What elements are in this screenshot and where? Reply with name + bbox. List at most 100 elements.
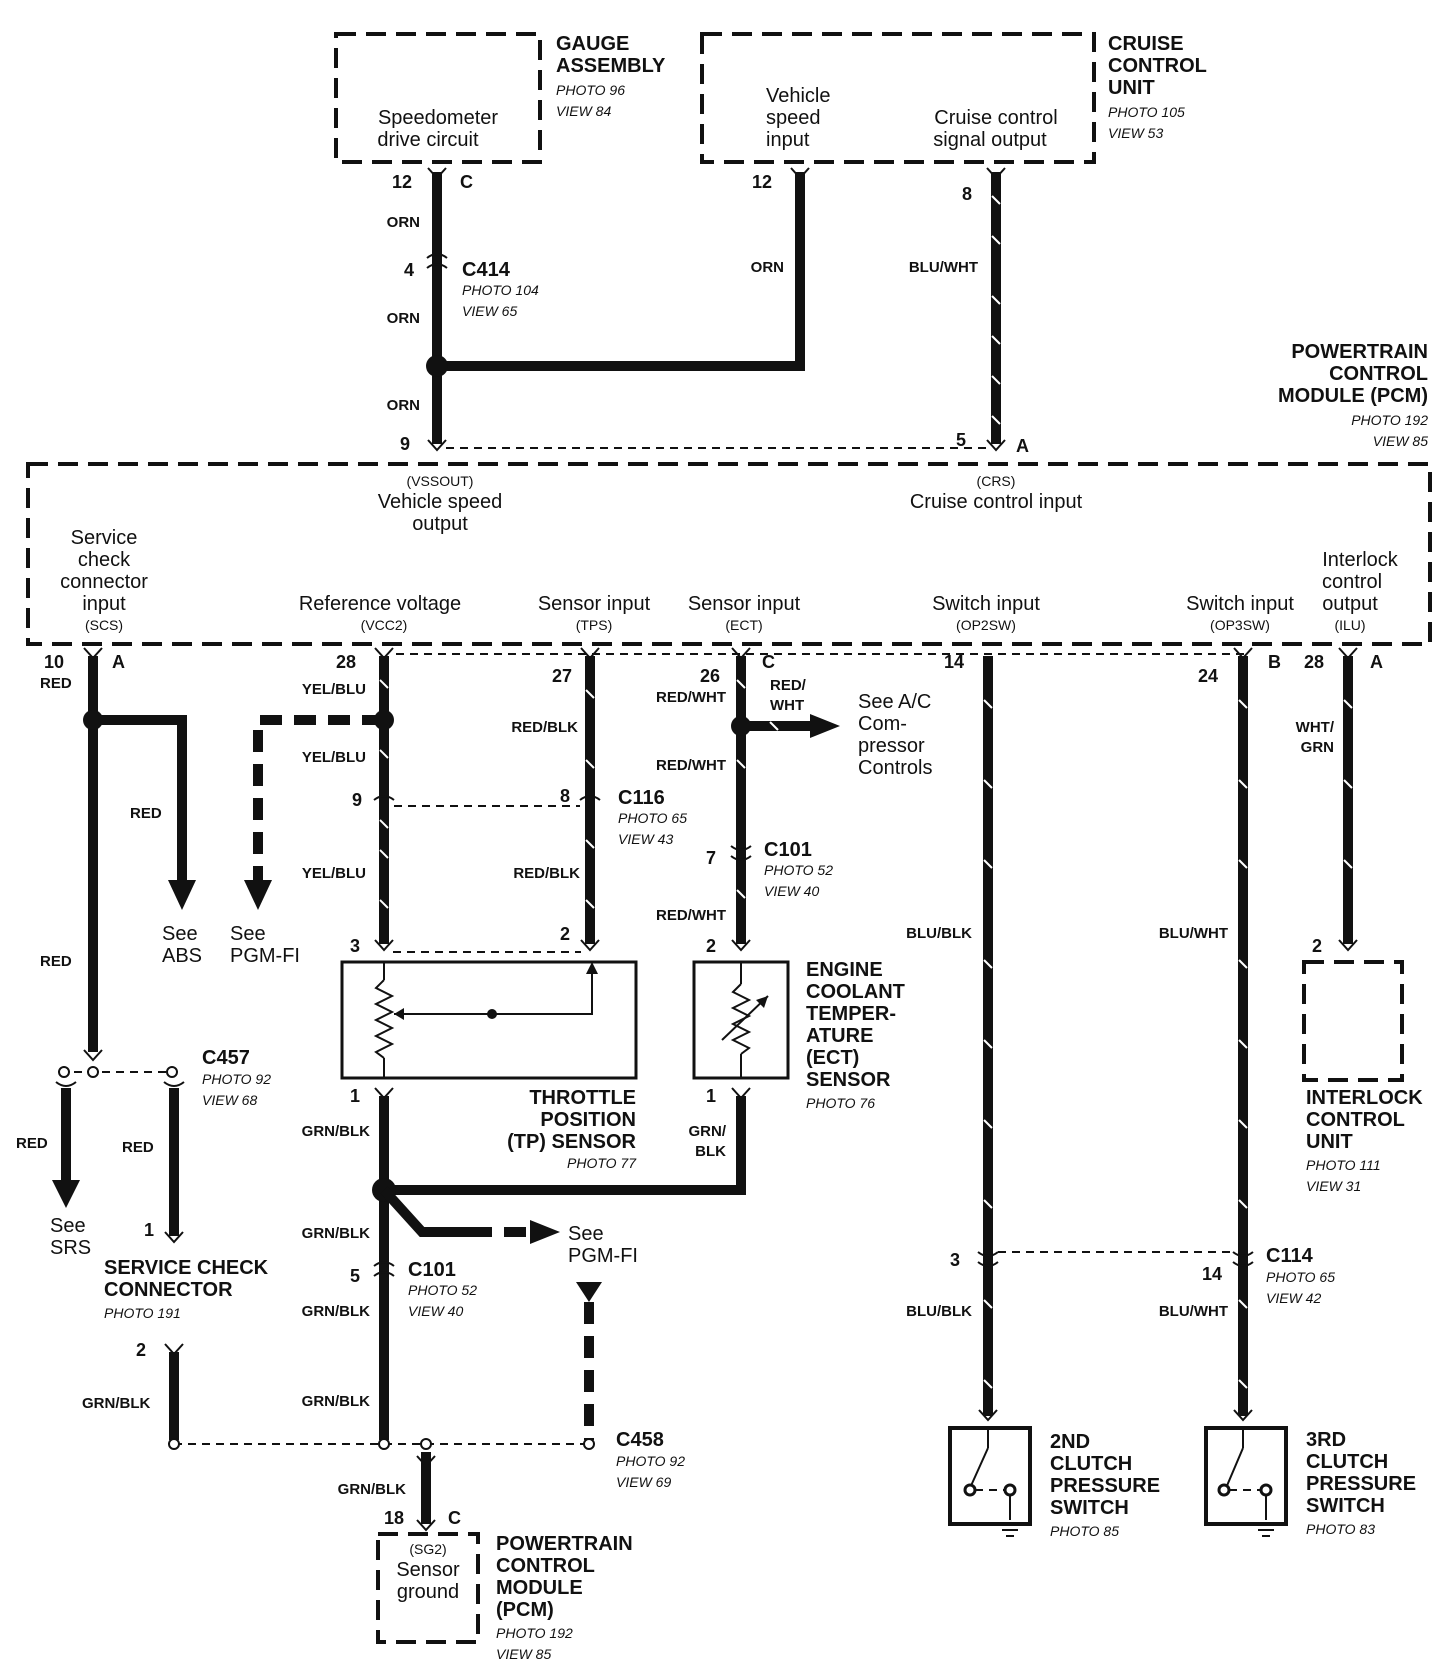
svg-text:CLUTCH: CLUTCH bbox=[1050, 1453, 1132, 1475]
svg-text:(TP) SENSOR: (TP) SENSOR bbox=[507, 1131, 636, 1153]
svg-text:PHOTO 192: PHOTO 192 bbox=[1351, 412, 1428, 428]
svg-text:PHOTO 96: PHOTO 96 bbox=[556, 82, 625, 98]
svg-text:GRN/BLK: GRN/BLK bbox=[302, 1225, 370, 1242]
svg-text:PHOTO 105: PHOTO 105 bbox=[1108, 104, 1185, 120]
svg-text:CONTROL: CONTROL bbox=[1108, 55, 1207, 77]
svg-text:SWITCH: SWITCH bbox=[1050, 1497, 1129, 1519]
svg-text:ORN: ORN bbox=[751, 259, 784, 276]
svg-text:BLK: BLK bbox=[695, 1143, 726, 1160]
svg-text:(VSSOUT): (VSSOUT) bbox=[407, 473, 474, 489]
svg-text:RED/WHT: RED/WHT bbox=[656, 689, 726, 706]
interlock-control-unit: INTERLOCK CONTROL UNIT PHOTO 111 VIEW 31 bbox=[1302, 960, 1423, 1194]
svg-text:VIEW 69: VIEW 69 bbox=[616, 1474, 671, 1490]
svg-text:VIEW 42: VIEW 42 bbox=[1266, 1290, 1321, 1306]
svg-text:speed: speed bbox=[766, 107, 821, 129]
svg-text:GRN: GRN bbox=[1301, 739, 1334, 756]
svg-text:18: 18 bbox=[384, 1508, 404, 1528]
svg-text:14: 14 bbox=[944, 652, 964, 672]
svg-text:SENSOR: SENSOR bbox=[806, 1069, 891, 1091]
svg-text:See: See bbox=[50, 1215, 86, 1237]
svg-text:YEL/BLU: YEL/BLU bbox=[302, 749, 366, 766]
svg-text:(TPS): (TPS) bbox=[576, 617, 613, 633]
svg-text:(SG2): (SG2) bbox=[409, 1541, 446, 1557]
svg-text:ground: ground bbox=[397, 1581, 459, 1603]
svg-text:(VCC2): (VCC2) bbox=[361, 617, 408, 633]
svg-text:C101: C101 bbox=[764, 839, 812, 861]
svg-text:control: control bbox=[1322, 571, 1382, 593]
svg-text:Speedometer: Speedometer bbox=[378, 107, 498, 129]
svg-text:CONNECTOR: CONNECTOR bbox=[104, 1279, 233, 1301]
svg-text:VIEW 85: VIEW 85 bbox=[496, 1646, 551, 1662]
svg-text:A: A bbox=[112, 652, 125, 672]
svg-text:(ECT): (ECT) bbox=[725, 617, 762, 633]
svg-text:PHOTO 111: PHOTO 111 bbox=[1306, 1157, 1381, 1173]
svg-text:SWITCH: SWITCH bbox=[1306, 1495, 1385, 1517]
svg-text:RED/BLK: RED/BLK bbox=[513, 865, 580, 882]
svg-text:COOLANT: COOLANT bbox=[806, 981, 905, 1003]
svg-text:2: 2 bbox=[560, 924, 570, 944]
svg-text:C: C bbox=[762, 652, 775, 672]
svg-text:C457: C457 bbox=[202, 1047, 250, 1069]
svg-text:C: C bbox=[448, 1508, 461, 1528]
svg-text:Cruise control input: Cruise control input bbox=[910, 491, 1083, 513]
bluwht-ticks-top bbox=[991, 195, 1001, 425]
svg-text:connector: connector bbox=[60, 571, 148, 593]
svg-text:CONTROL: CONTROL bbox=[496, 1555, 595, 1577]
svg-text:24: 24 bbox=[1198, 666, 1218, 686]
svg-text:1: 1 bbox=[350, 1086, 360, 1106]
svg-text:C458: C458 bbox=[616, 1429, 664, 1451]
svg-text:Sensor input: Sensor input bbox=[538, 593, 651, 615]
svg-text:PHOTO 76: PHOTO 76 bbox=[806, 1095, 875, 1111]
svg-text:THROTTLE: THROTTLE bbox=[529, 1087, 636, 1109]
svg-text:TEMPER-: TEMPER- bbox=[806, 1003, 896, 1025]
svg-text:GRN/BLK: GRN/BLK bbox=[338, 1481, 406, 1498]
svg-text:A: A bbox=[1016, 436, 1029, 456]
svg-text:Cruise control: Cruise control bbox=[934, 107, 1057, 129]
3rd-clutch-pressure-switch: 3RD CLUTCH PRESSURE SWITCH PHOTO 83 bbox=[1204, 1426, 1416, 1537]
svg-text:pressor: pressor bbox=[858, 735, 925, 757]
svg-text:output: output bbox=[1322, 593, 1378, 615]
svg-text:PGM-FI: PGM-FI bbox=[230, 945, 300, 967]
svg-text:Switch input: Switch input bbox=[1186, 593, 1294, 615]
svg-text:3: 3 bbox=[950, 1250, 960, 1270]
svg-text:B: B bbox=[1268, 652, 1281, 672]
svg-text:7: 7 bbox=[706, 848, 716, 868]
svg-text:PHOTO 65: PHOTO 65 bbox=[1266, 1269, 1335, 1285]
svg-text:C: C bbox=[460, 172, 473, 192]
svg-text:POWERTRAIN: POWERTRAIN bbox=[1291, 341, 1428, 363]
svg-text:Controls: Controls bbox=[858, 757, 932, 779]
svg-text:2: 2 bbox=[136, 1340, 146, 1360]
bluwht-ticks-bottom bbox=[1238, 699, 1248, 1389]
svg-text:PGM-FI: PGM-FI bbox=[568, 1245, 638, 1267]
2nd-clutch-pressure-switch: 2ND CLUTCH PRESSURE SWITCH PHOTO 85 bbox=[948, 1426, 1160, 1539]
service-check-connector: 1 SERVICE CHECK CONNECTOR PHOTO 191 2 bbox=[104, 1220, 269, 1360]
svg-text:14: 14 bbox=[1202, 1264, 1222, 1284]
svg-text:Service: Service bbox=[71, 527, 138, 549]
svg-text:INTERLOCK: INTERLOCK bbox=[1306, 1087, 1423, 1109]
svg-text:8: 8 bbox=[962, 184, 972, 204]
svg-text:1: 1 bbox=[706, 1086, 716, 1106]
svg-text:GRN/BLK: GRN/BLK bbox=[302, 1393, 370, 1410]
svg-text:(PCM): (PCM) bbox=[496, 1599, 554, 1621]
whtgrn-ticks bbox=[1343, 699, 1353, 869]
svg-text:RED/BLK: RED/BLK bbox=[511, 719, 578, 736]
svg-text:(OP3SW): (OP3SW) bbox=[1210, 617, 1270, 633]
cruise-control-unit: Vehicle speed input Cruise control signa… bbox=[700, 32, 1207, 164]
svg-text:ORN: ORN bbox=[387, 214, 420, 231]
svg-text:VIEW 65: VIEW 65 bbox=[462, 303, 517, 319]
pcm-top-title: POWERTRAIN CONTROL MODULE (PCM) PHOTO 19… bbox=[1278, 341, 1428, 449]
svg-text:PHOTO 85: PHOTO 85 bbox=[1050, 1523, 1119, 1539]
svg-text:CRUISE: CRUISE bbox=[1108, 33, 1184, 55]
svg-text:A: A bbox=[1370, 652, 1383, 672]
svg-text:GRN/BLK: GRN/BLK bbox=[302, 1303, 370, 1320]
svg-text:VIEW 68: VIEW 68 bbox=[202, 1092, 257, 1108]
svg-text:VIEW 84: VIEW 84 bbox=[556, 103, 611, 119]
svg-text:VIEW 40: VIEW 40 bbox=[764, 883, 819, 899]
svg-text:RED: RED bbox=[122, 1139, 154, 1156]
svg-text:VIEW 53: VIEW 53 bbox=[1108, 125, 1163, 141]
svg-text:Interlock: Interlock bbox=[1322, 549, 1399, 571]
svg-text:RED: RED bbox=[130, 805, 162, 822]
svg-text:CONTROL: CONTROL bbox=[1306, 1109, 1405, 1131]
svg-text:C114: C114 bbox=[1266, 1245, 1314, 1267]
svg-text:UNIT: UNIT bbox=[1108, 77, 1155, 99]
